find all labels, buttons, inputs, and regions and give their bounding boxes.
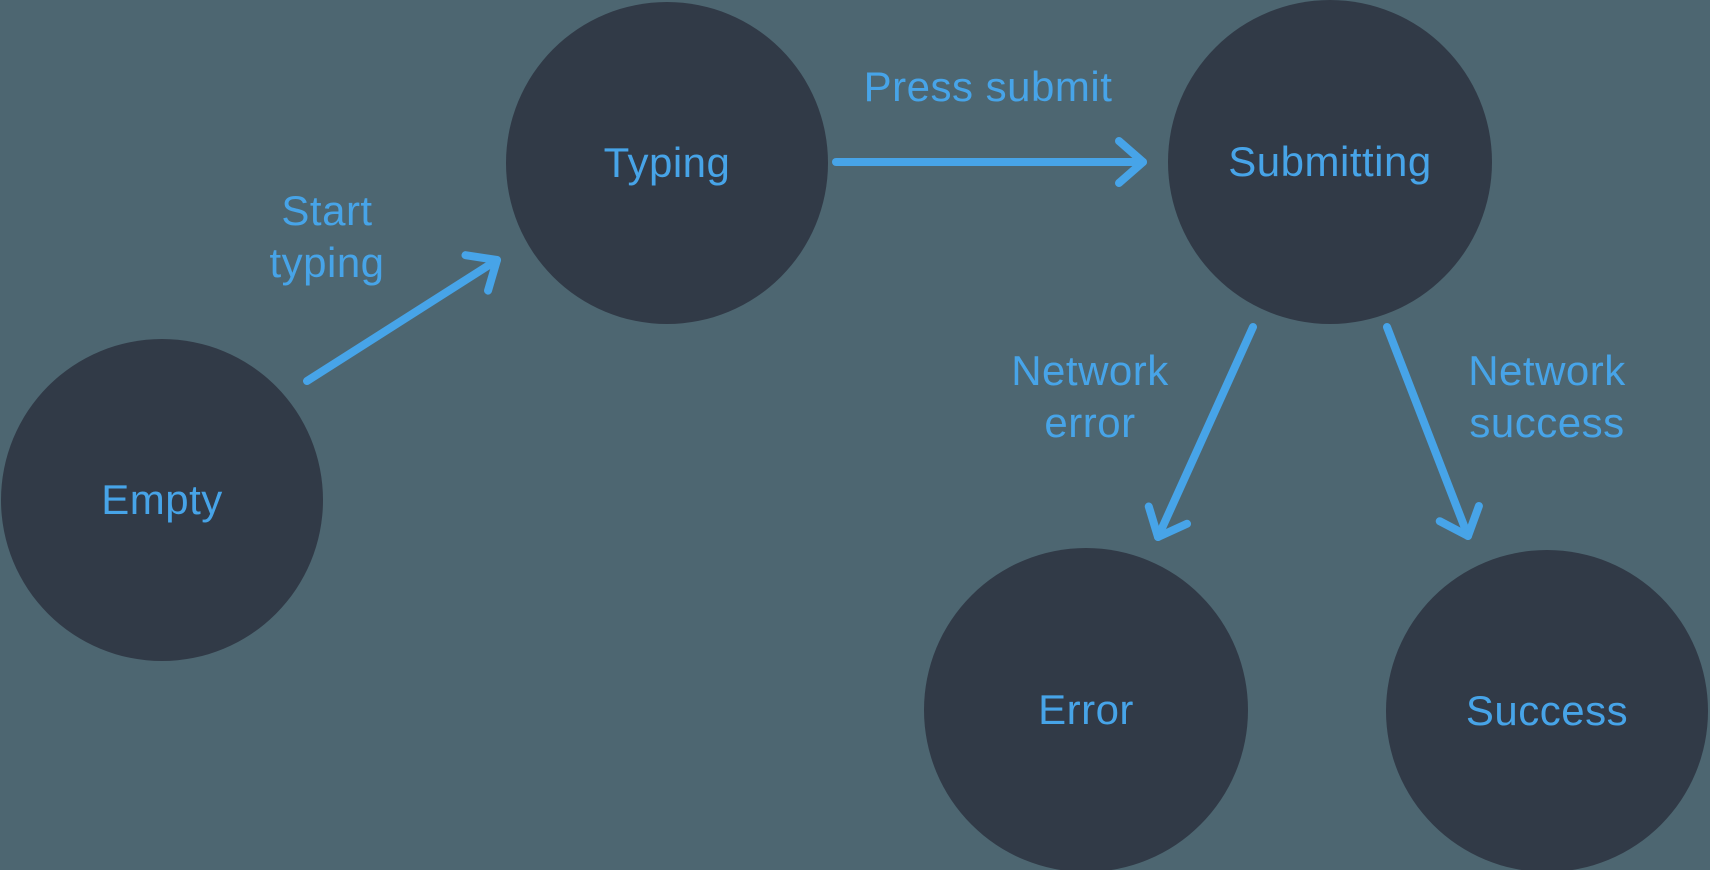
state-node-submitting: Submitting <box>1168 0 1492 324</box>
state-label-typing: Typing <box>603 139 731 186</box>
state-node-typing: Typing <box>506 2 828 324</box>
state-label-empty: Empty <box>101 476 223 523</box>
state-label-submitting: Submitting <box>1228 138 1432 185</box>
transition-arrow-network-error <box>1144 323 1257 541</box>
transition-arrow-network-success <box>1383 323 1483 540</box>
transition-label-network-error: Network error <box>1011 347 1169 446</box>
state-node-empty: Empty <box>1 339 323 661</box>
state-label-error: Error <box>1038 686 1134 733</box>
transition-label-press-submit: Press submit <box>863 63 1113 110</box>
transition-label-start-typing: Start typing <box>269 187 385 286</box>
state-node-error: Error <box>924 548 1248 870</box>
state-label-success: Success <box>1465 687 1629 734</box>
transition-label-network-success: Network success <box>1468 347 1626 446</box>
transition-arrow-start-typing <box>303 251 501 385</box>
state-node-success: Success <box>1386 550 1708 870</box>
